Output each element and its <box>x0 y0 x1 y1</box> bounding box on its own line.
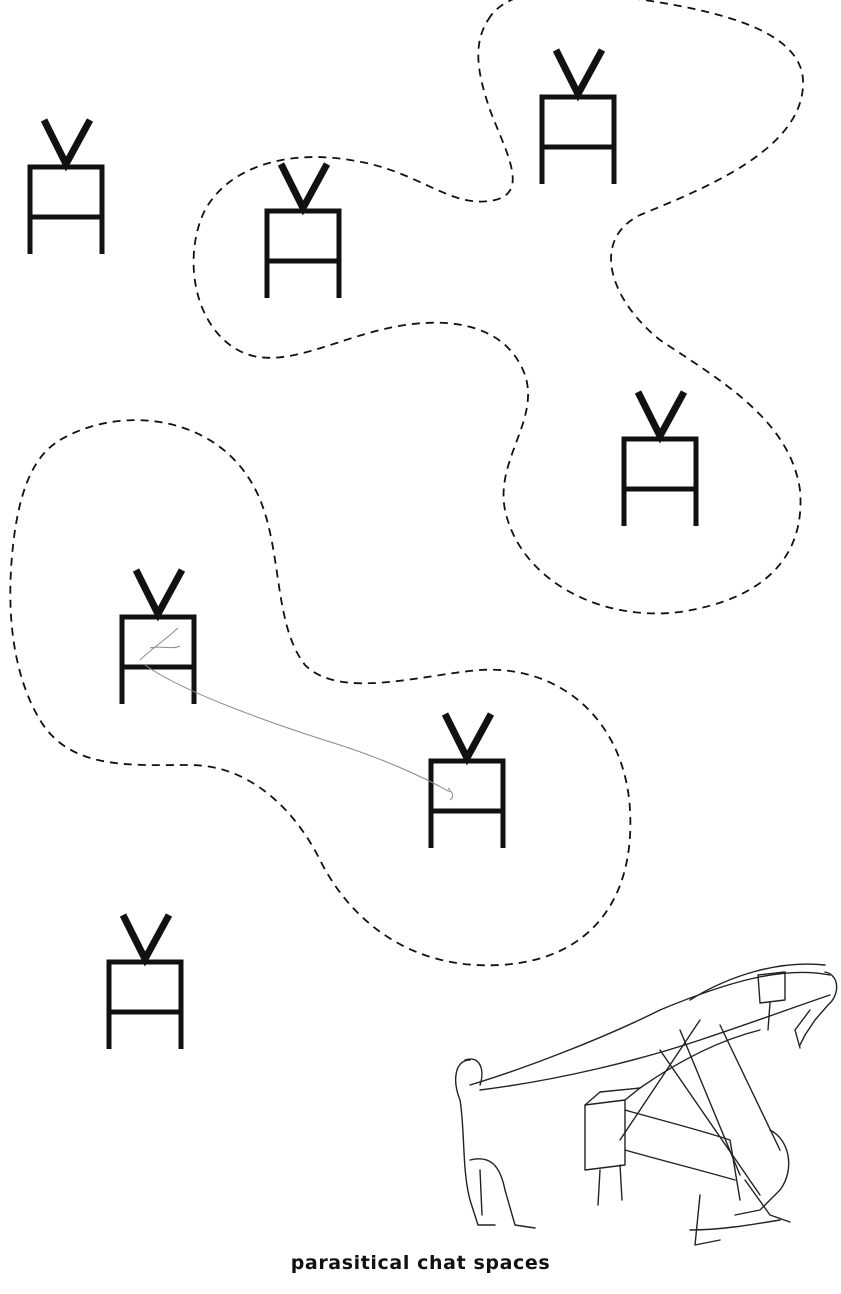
tv-icon <box>624 392 696 526</box>
tv-icon <box>542 50 614 184</box>
chat-zone-lower <box>10 420 630 965</box>
pencil-scribble <box>140 628 450 792</box>
pencil-scribble <box>448 788 453 800</box>
caption: parasitical chat spaces <box>0 1252 841 1274</box>
tv-icon <box>267 164 339 298</box>
hand-sketch <box>456 964 837 1245</box>
chat-zone-upper <box>194 0 803 613</box>
tv-icon <box>109 915 181 1049</box>
tv-icon <box>122 570 194 704</box>
tv-icon <box>431 714 503 848</box>
tv-icon <box>30 120 102 254</box>
